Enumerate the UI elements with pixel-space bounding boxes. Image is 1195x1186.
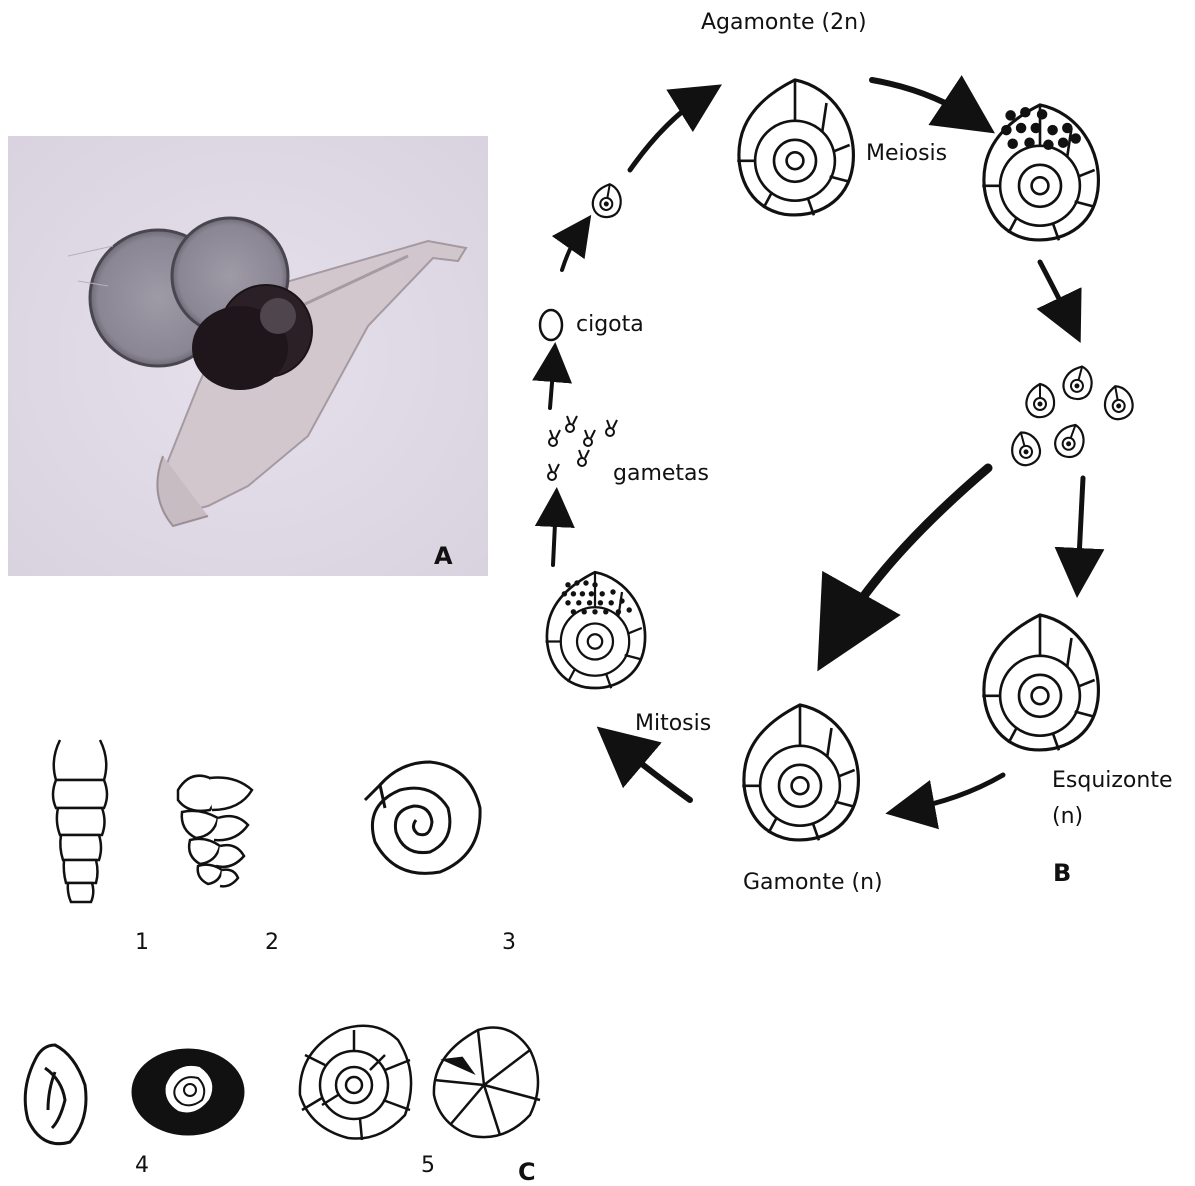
- shell-biserial: [178, 776, 252, 887]
- shell-number-4: 4: [135, 1155, 149, 1177]
- shell-milioline-side: [25, 1045, 86, 1144]
- panel-b-letter: B: [1053, 861, 1071, 885]
- gamete-shell: [546, 572, 646, 688]
- label-meiosis: Meiosis: [866, 143, 947, 165]
- gamonte-shell: [742, 705, 858, 840]
- shell-coiled-aperture: [365, 785, 385, 808]
- zygote: [540, 310, 562, 340]
- shell-uniserial: [53, 740, 107, 902]
- shell-number-3: 3: [502, 932, 516, 954]
- shell-rotaliid-umbilical: [434, 1028, 540, 1138]
- young-agamonte-shell: [591, 182, 624, 219]
- gametes: [548, 416, 617, 480]
- shell-number-1: 1: [135, 932, 149, 954]
- label-esquizonte-ploidy: (n): [1052, 806, 1083, 828]
- meiosis-shell: [982, 105, 1098, 240]
- panel-c-letter: C: [518, 1160, 536, 1184]
- shell-milioline-section: [133, 1050, 243, 1134]
- label-agamonte: Agamonte (2n): [701, 12, 867, 34]
- juvenile-cluster: [1008, 363, 1135, 468]
- shell-number-5: 5: [421, 1155, 435, 1177]
- label-gametas: gametas: [613, 463, 709, 485]
- shell-number-2: 2: [265, 932, 279, 954]
- label-gamonte: Gamonte (n): [743, 872, 883, 894]
- label-cigota: cigota: [576, 314, 644, 336]
- shell-rotaliid-spiral: [300, 1026, 411, 1140]
- shell-coiled-tube: [372, 762, 480, 873]
- panel-a-letter: A: [434, 544, 453, 568]
- agamonte-shell: [737, 80, 853, 215]
- label-esquizonte: Esquizonte: [1052, 770, 1173, 792]
- esquizonte-shell: [982, 615, 1098, 750]
- label-mitosis: Mitosis: [635, 713, 711, 735]
